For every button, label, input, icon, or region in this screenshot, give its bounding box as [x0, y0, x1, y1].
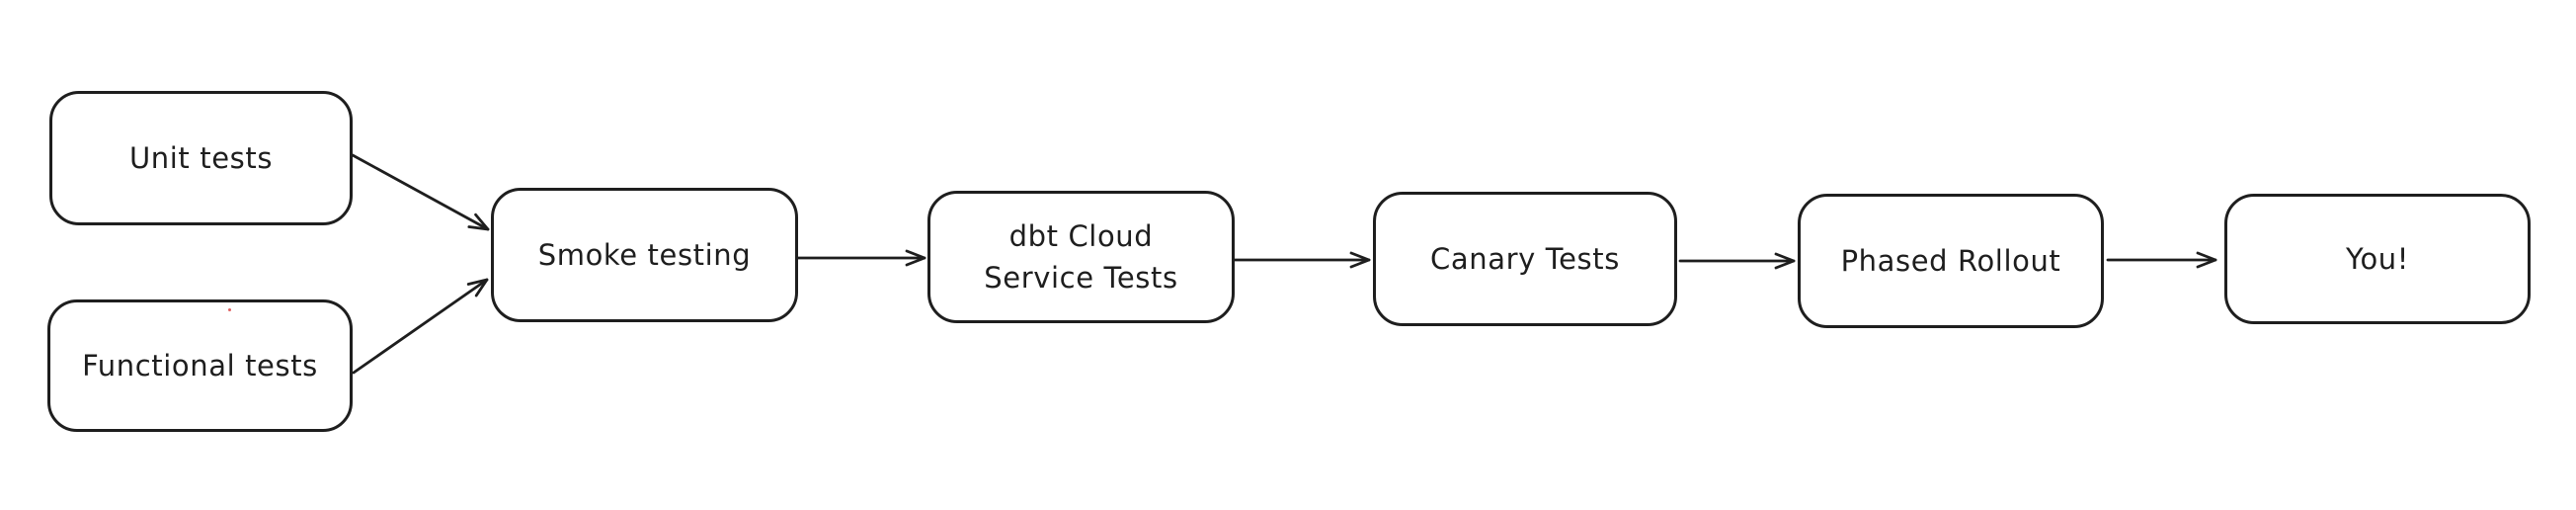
- flowchart-node-you: You!: [2224, 194, 2531, 324]
- node-label-unit-tests: Unit tests: [128, 140, 274, 175]
- node-label-phased-rollout: Phased Rollout: [1840, 243, 2061, 278]
- node-label-canary-tests: Canary Tests: [1430, 241, 1620, 276]
- flowchart-node-phased-rollout: Phased Rollout: [1798, 194, 2104, 328]
- flowchart-node-unit-tests: Unit tests: [49, 91, 353, 225]
- node-label-dbt-cloud-service-tests: dbt Cloud Service Tests: [984, 218, 1178, 295]
- flowchart-node-canary-tests: Canary Tests: [1373, 192, 1677, 326]
- node-label-functional-tests: Functional tests: [82, 348, 318, 382]
- node-label-smoke-testing: Smoke testing: [537, 237, 752, 272]
- edge-functional-tests-to-smoke-testing: [352, 278, 489, 375]
- red-dot-artifact: [228, 308, 231, 311]
- node-label-you: You!: [2345, 241, 2409, 276]
- flowchart-node-functional-tests: Functional tests: [47, 299, 353, 432]
- flowchart-node-dbt-cloud-service-tests: dbt Cloud Service Tests: [927, 191, 1235, 323]
- flowchart-node-smoke-testing: Smoke testing: [491, 188, 798, 322]
- edge-unit-tests-to-smoke-testing: [351, 153, 490, 231]
